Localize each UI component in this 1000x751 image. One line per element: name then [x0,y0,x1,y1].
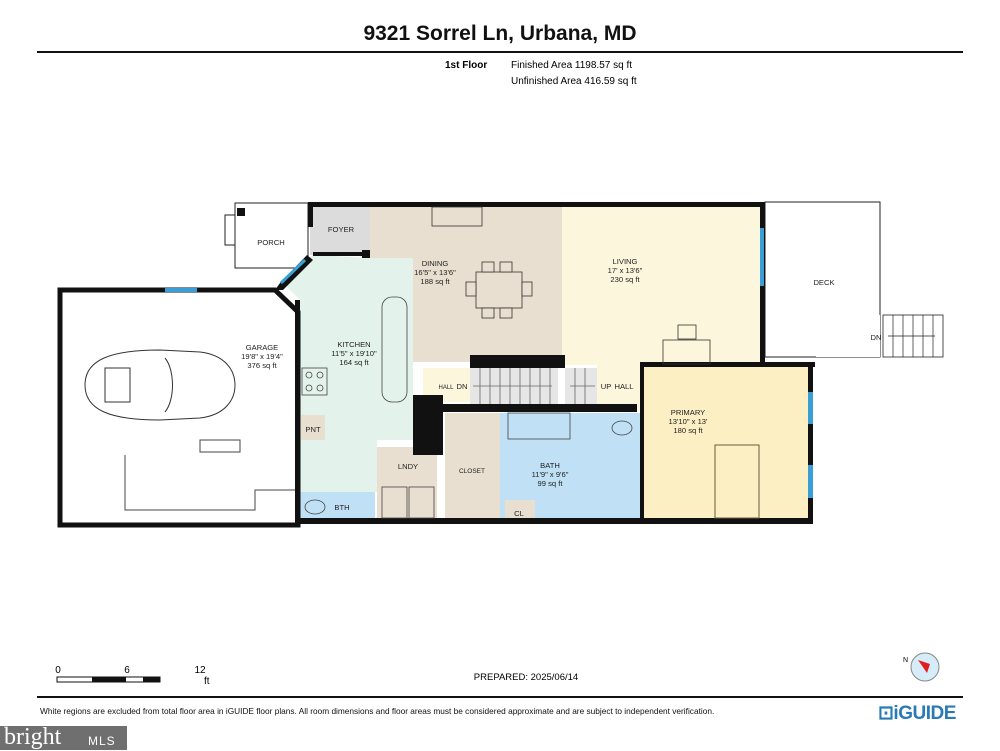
unfinished-area: Unfinished Area 416.59 sq ft [511,76,637,87]
primary-area [642,365,812,518]
lndy-label: LNDY [398,462,418,471]
bath-area-text: 99 sq ft [538,479,564,488]
stove-icon [301,367,328,396]
garage-storage [124,455,295,511]
porch-area [234,202,309,269]
garage-area-text: 376 sq ft [247,361,277,370]
scale-unit: ft [204,676,210,687]
living-area-text: 230 sq ft [610,275,640,284]
bright-mls-watermark: bright MLS [0,724,127,750]
primary-label: PRIMARY [671,408,705,417]
dining-label: DINING [422,259,449,268]
car-icon [84,349,236,421]
deck-lower [816,315,880,357]
iguide-logo: ⊡iGUIDE [878,702,956,725]
deck-stairs-label: DN [871,333,882,342]
deck-label: DECK [813,278,834,287]
dining-sideboard [431,206,483,227]
garage-label: GARAGE [246,343,279,352]
closet-area [445,413,500,520]
living-label: LIVING [613,257,638,266]
up-stairs-label: UP [601,382,612,391]
primary-window-2 [808,465,813,498]
living-chair [677,324,697,340]
dining-table-icon [465,261,533,319]
kitchen-island [381,296,408,403]
primary-window-1 [808,392,813,424]
kitchen-window [279,258,307,285]
dryer-icon [408,486,435,519]
bath-dims: 11'9" x 9'6" [532,470,569,479]
pnt-label: PNT [305,425,321,434]
garage-window [165,288,197,292]
bth-area [300,492,375,520]
porch-label: PORCH [257,238,284,247]
living-window [760,228,764,286]
kitchen-area-text: 164 sq ft [339,358,369,367]
hall-dn-stairs: DN [457,382,468,391]
bth-label: BTH [334,503,349,512]
toilet-icon [611,420,633,436]
porch-step [224,214,236,246]
compass-icon: N [903,652,940,682]
living-desk [662,339,711,365]
iguide-icon: ⊡ [878,703,894,724]
footer-divider [37,696,963,698]
dining-area-text: 188 sq ft [420,277,450,286]
scale-tick-12: 12 [194,665,206,676]
watermark-brand: bright [4,724,62,750]
scale-tick-0: 0 [55,665,61,676]
page-title: 9321 Sorrel Ln, Urbana, MD [363,22,637,45]
disclaimer: White regions are excluded from total fl… [40,706,715,716]
living-dims: 17' x 13'6" [608,266,643,275]
up-hall-area [597,365,642,410]
header-divider [37,51,963,53]
scale-bar: 0 6 12 ft [55,665,210,687]
porch-post [237,208,245,216]
scale-tick-6: 6 [124,665,130,676]
bed-icon [714,444,760,519]
watermark-suffix: MLS [88,734,116,748]
bath-label: BATH [540,461,560,470]
primary-dims: 13'10" x 13' [669,417,709,426]
pnt-area [301,415,325,440]
kitchen-dims: 11'5" x 19'10" [331,349,377,358]
cl-label: CL [514,509,524,518]
washer-icon [381,486,408,519]
living-area [562,207,762,365]
iguide-text: iGUIDE [893,703,956,724]
garage-shelf [199,439,241,453]
foyer-area [310,207,370,255]
garage-dims: 19'8" x 19'4" [241,352,283,361]
closet-label: CLOSET [459,468,485,475]
primary-area-text: 180 sq ft [673,426,703,435]
dining-dims: 16'5" x 13'6" [414,268,456,277]
up-hall-label: HALL [615,382,634,391]
cl-area [505,500,535,520]
finished-area: Finished Area 1198.57 sq ft [511,60,633,71]
floor-label: 1st Floor [445,60,488,71]
foyer-label: FOYER [328,225,355,234]
prepared-date: PREPARED: 2025/06/14 [473,672,579,683]
hall-dn-label: HALL [438,385,454,391]
bth-toilet-icon [304,499,326,515]
kitchen-label: KITCHEN [337,340,370,349]
bathtub-icon [507,412,571,440]
svg-text:N: N [903,657,908,664]
